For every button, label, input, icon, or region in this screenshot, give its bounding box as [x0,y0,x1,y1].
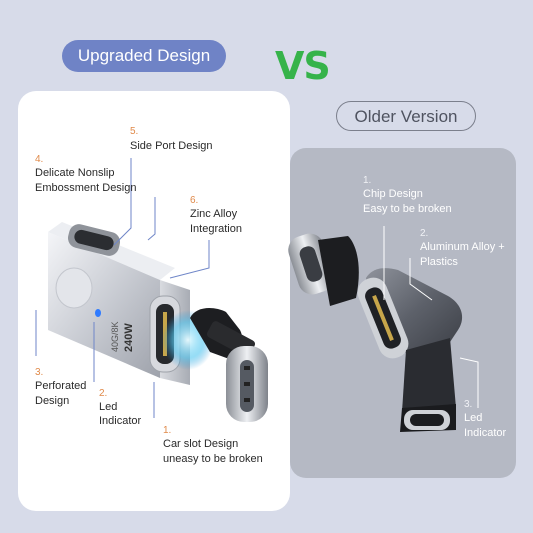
older-version-badge: Older Version [336,101,476,131]
callout-1-label-line1: Car slot Design [163,438,239,450]
callout-3-label-line2: Design [35,395,70,407]
upgraded-adapter [48,222,190,385]
older-callout-1-number: 1. [363,175,372,186]
left-leader-lines [35,158,210,418]
callout-1-label-line2: uneasy to be broken [163,453,263,465]
callout-6-label-line2: Integration [190,223,242,235]
callout-2-label-line2: Indicator [99,415,142,427]
older-callout-2-label-line2: Plastics [420,256,458,268]
spec-text-bottom: 240W [123,323,135,352]
callout-3-label-line1: Perforated [35,380,87,392]
callout-1-number: 1. [163,425,172,436]
older-callout-1-label-line1: Chip Design [363,188,423,200]
callout-2-number: 2. [99,388,108,399]
callout-6-number: 6. [190,195,199,206]
older-usb-c-plug [288,233,359,306]
older-callout-3-number: 3. [464,399,473,410]
older-callout-3-label-line1: Led [464,412,483,424]
upgraded-design-badge: Upgraded Design [62,40,226,72]
older-adapter [357,268,463,432]
older-callout-2-number: 2. [420,228,429,239]
callout-3-number: 3. [35,367,44,378]
callout-2-label-line1: Led [99,401,118,413]
callout-5-number: 5. [130,126,139,137]
callout-4-label-line2: Embossment Design [35,182,137,194]
callout-5-label: Side Port Design [130,140,213,152]
upgraded-usb-c-tip [190,308,268,422]
older-callout-1-label-line2: Easy to be broken [363,203,452,215]
vs-label: VS [275,44,331,88]
older-callout-2-label-line1: Aluminum Alloy + [420,241,505,253]
callout-4-number: 4. [35,154,44,165]
callout-4-label-line1: Delicate Nonslip [35,167,115,179]
older-callout-3-label-line2: Indicator [464,427,507,439]
callout-6-label-line1: Zinc Alloy [190,208,238,220]
right-leader-lines [383,226,479,408]
spec-text-top: 40G/8K [110,321,120,352]
